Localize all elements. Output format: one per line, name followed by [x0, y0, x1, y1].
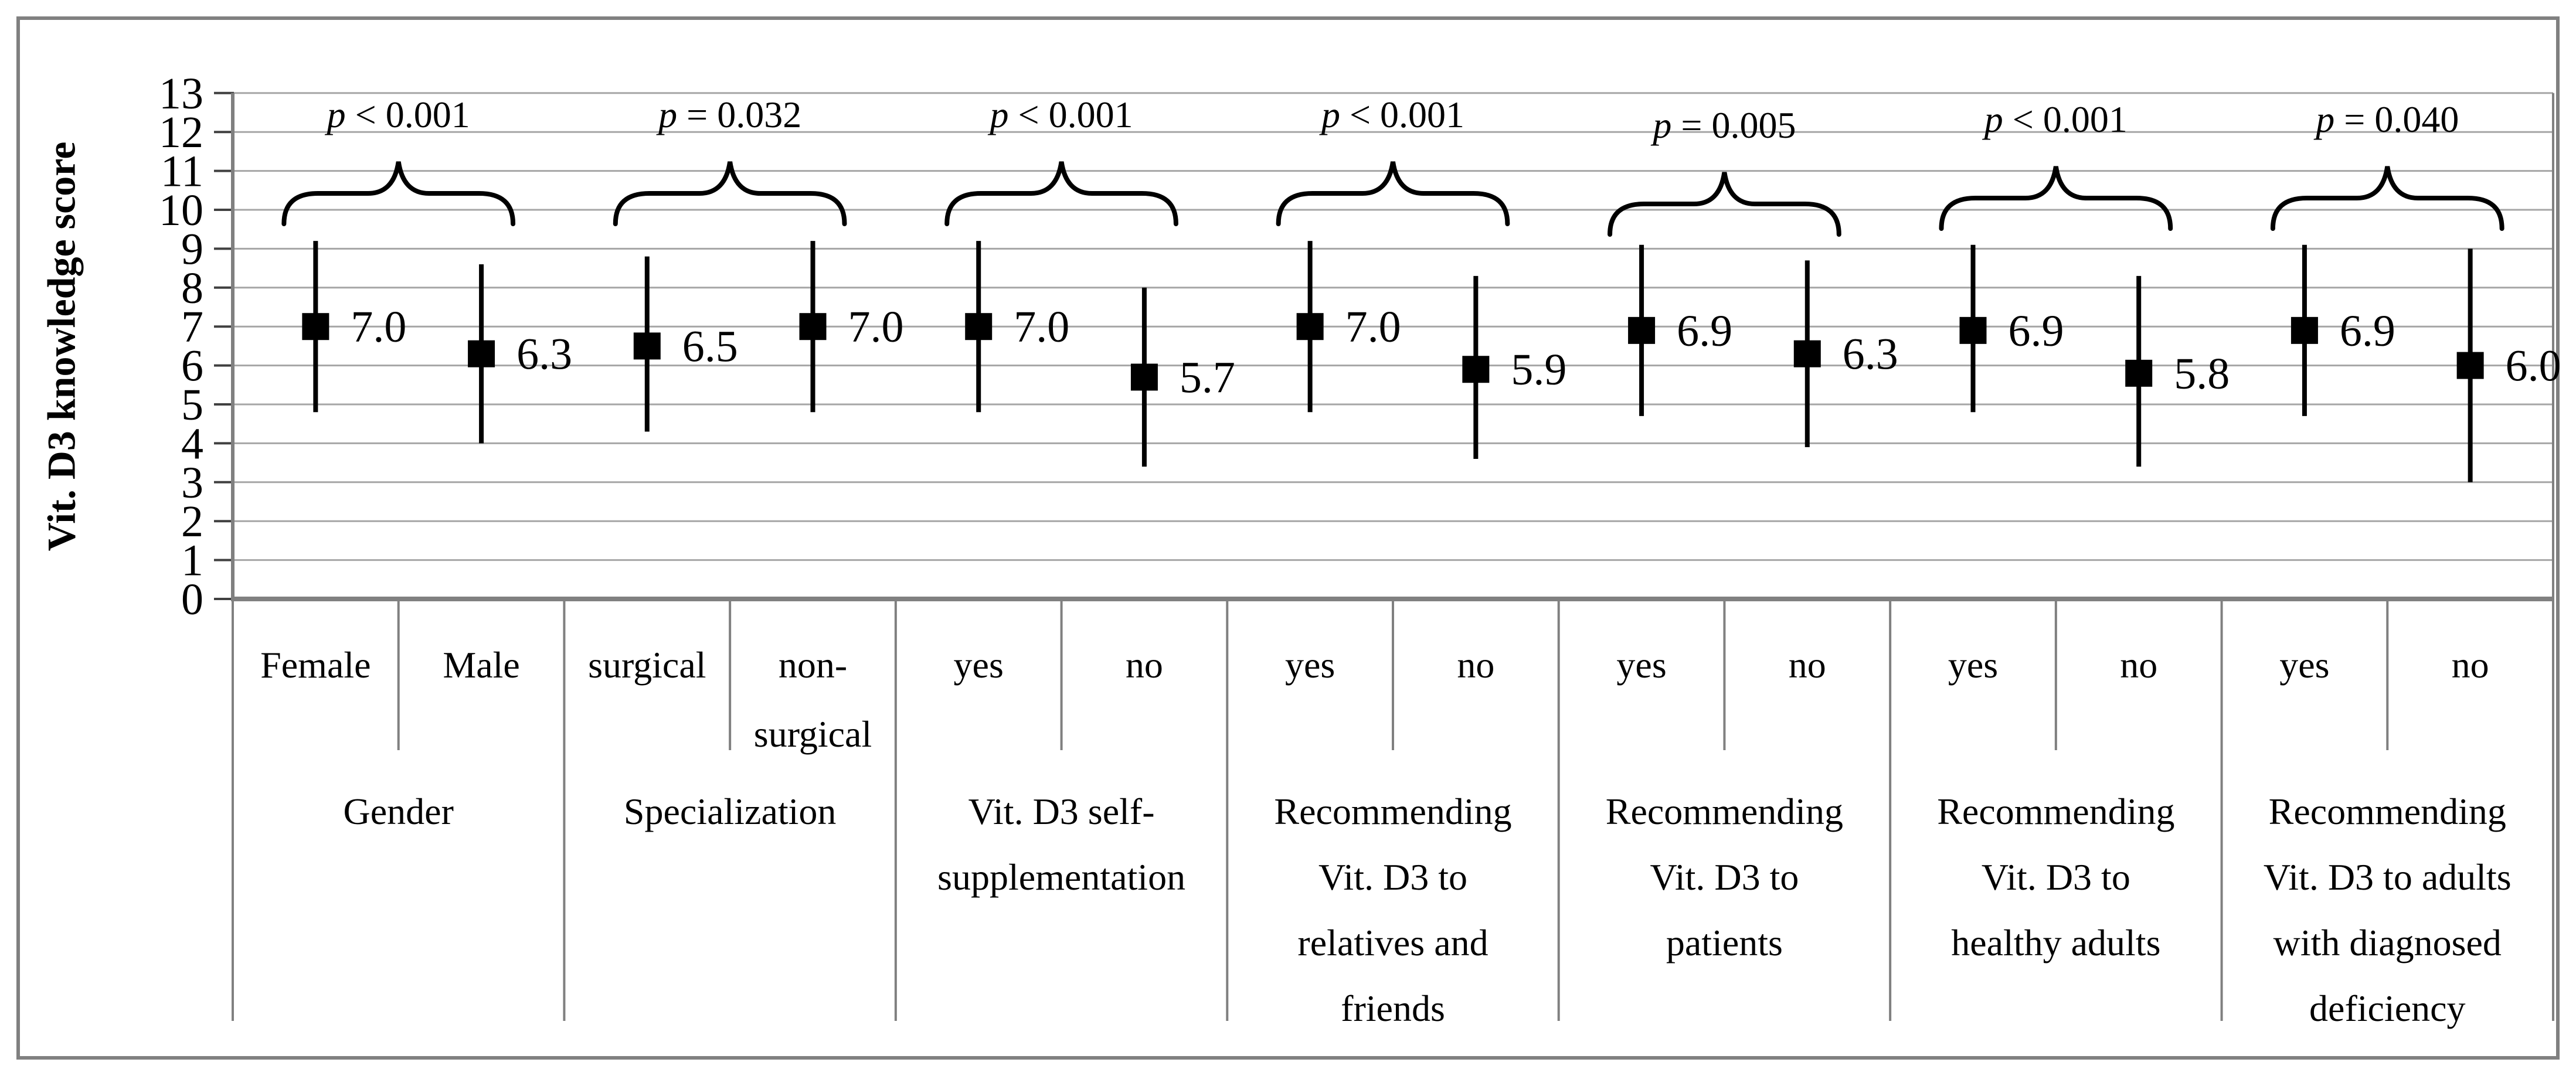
p-value-label: p < 0.001 [1319, 94, 1464, 135]
group-label: with diagnosed [2273, 922, 2502, 963]
group-label: supplementation [937, 856, 1185, 898]
group-label: Recommending [2269, 791, 2506, 832]
group-label: patients [1666, 922, 1783, 963]
significance-brace [2270, 166, 2504, 231]
value-label: 6.3 [1843, 330, 1898, 379]
value-label: 5.7 [1180, 353, 1235, 403]
data-marker-no [1462, 356, 1490, 383]
series-label: no [1126, 644, 1163, 686]
y-tick-label: 3 [181, 458, 203, 508]
value-label: 6.9 [1677, 307, 1732, 356]
y-tick-label: 10 [159, 186, 203, 235]
series-label: yes [1948, 644, 1998, 686]
series-label: yes [1616, 644, 1666, 686]
series-label: yes [1285, 644, 1335, 686]
y-tick-label: 13 [159, 69, 203, 118]
value-label: 7.0 [1345, 302, 1401, 352]
data-marker-yes [1959, 316, 1987, 344]
value-label: 7.0 [351, 302, 406, 352]
y-tick-label: 12 [159, 108, 203, 157]
series-label: yes [2279, 644, 2329, 686]
data-marker-Male [468, 340, 495, 367]
significance-brace [613, 161, 847, 226]
data-marker-no [2125, 359, 2153, 387]
data-marker-no [2456, 352, 2484, 379]
p-value-label: p = 0.040 [2313, 98, 2459, 140]
series-label: surgical [588, 644, 706, 686]
series-label: surgical [754, 713, 872, 755]
group-label: Vit. D3 to adults [2264, 856, 2512, 898]
y-tick-label: 9 [181, 224, 203, 274]
y-tick-label: 2 [181, 497, 203, 546]
y-tick-label: 8 [181, 264, 203, 313]
series-label: no [1789, 644, 1826, 686]
y-tick-label: 11 [161, 147, 203, 196]
group-label: Specialization [624, 791, 837, 832]
y-tick-label: 6 [181, 342, 203, 391]
value-label: 6.9 [2009, 307, 2064, 356]
y-tick-label: 5 [181, 380, 203, 430]
group-label: Gender [344, 791, 454, 832]
p-value-label: p < 0.001 [325, 94, 470, 135]
group-label: Vit. D3 to [1982, 856, 2130, 898]
group-label: deficiency [2309, 988, 2466, 1029]
data-marker-yes [2290, 316, 2318, 344]
series-label: yes [954, 644, 1004, 686]
y-tick-label: 7 [181, 302, 203, 352]
p-value-label: p = 0.032 [656, 94, 801, 135]
data-marker-yes [965, 313, 993, 340]
significance-brace [1276, 161, 1510, 226]
group-label: Recommending [1606, 791, 1843, 832]
y-tick-label: 1 [181, 536, 203, 585]
significance-brace [281, 161, 516, 226]
significance-brace [1939, 166, 2173, 231]
data-marker-no [1793, 340, 1821, 367]
y-tick-label: 4 [181, 419, 203, 468]
group-label: Vit. D3 to [1650, 856, 1799, 898]
data-marker-yes [1628, 316, 1656, 344]
significance-brace [944, 161, 1178, 226]
series-label: non- [779, 644, 847, 686]
series-label: no [1457, 644, 1494, 686]
value-label: 7.0 [1014, 302, 1069, 352]
data-marker-no [1130, 363, 1158, 391]
data-marker-yes [1296, 313, 1324, 340]
data-marker-Female [302, 313, 329, 340]
p-value-label: p < 0.001 [1982, 98, 2128, 140]
group-label: relatives and [1297, 922, 1488, 963]
value-label: 6.3 [516, 330, 572, 379]
data-marker-surgical [633, 332, 661, 360]
value-label: 6.5 [682, 322, 738, 371]
group-label: Recommending [1937, 791, 2174, 832]
series-label: no [2120, 644, 2157, 686]
value-label: 7.0 [848, 302, 904, 352]
group-label: Recommending [1274, 791, 1511, 832]
figure-border [16, 16, 2560, 1060]
y-tick-label: 0 [181, 575, 203, 624]
series-label: no [2452, 644, 2489, 686]
group-label: healthy adults [1951, 922, 2160, 963]
data-marker-non-surgical [799, 313, 827, 340]
group-label: Vit. D3 self- [968, 791, 1155, 832]
series-label: Male [443, 644, 520, 686]
p-value-label: p < 0.001 [988, 94, 1133, 135]
series-label: Female [260, 644, 371, 686]
group-label: friends [1341, 988, 1445, 1029]
value-label: 6.0 [2506, 342, 2561, 391]
significance-brace [1608, 172, 1841, 237]
p-value-label: p = 0.005 [1650, 104, 1796, 146]
value-label: 5.8 [2174, 349, 2230, 399]
group-label: Vit. D3 to [1318, 856, 1467, 898]
value-label: 6.9 [2340, 307, 2395, 356]
value-label: 5.9 [1511, 345, 1566, 394]
